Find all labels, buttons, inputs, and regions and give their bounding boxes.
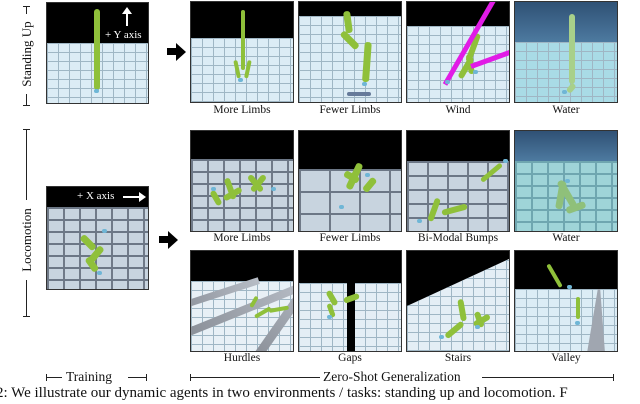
caption-loco-fewer-limbs: Fewer Limbs — [319, 232, 381, 244]
arrow-right-icon-head — [168, 231, 178, 249]
training-bracket-right-tick — [146, 374, 147, 381]
caption-loco-water: Water — [552, 232, 580, 244]
panel-standing-water — [514, 1, 618, 103]
panel-loco-hurdles — [190, 250, 294, 352]
panel-standing-wind — [406, 1, 510, 103]
training-panel-locomotion: + X axis — [46, 186, 149, 290]
caption-loco-valley: Valley — [551, 352, 581, 364]
arrow-up-icon — [126, 12, 128, 26]
caption-standing-water: Water — [552, 104, 580, 116]
training-bracket-right — [128, 377, 147, 378]
panel-loco-more-limbs — [190, 130, 294, 232]
zero-shot-bracket-right-tick — [613, 374, 614, 381]
panel-loco-bimodal-bumps — [406, 130, 510, 232]
y-axis-label: + Y axis — [105, 29, 142, 41]
zero-shot-bracket-right — [482, 377, 614, 378]
training-bracket-left — [46, 377, 62, 378]
caption-loco-more-limbs: More Limbs — [213, 232, 271, 244]
arrow-right-icon — [123, 196, 141, 198]
panel-standing-more-limbs — [190, 1, 294, 103]
figure-caption: 2: We illustrate our dynamic agents in t… — [0, 385, 568, 401]
caption-loco-stairs: Stairs — [444, 352, 472, 364]
panel-standing-fewer-limbs — [298, 1, 402, 103]
panel-loco-stairs — [406, 250, 510, 352]
caption-standing-wind: Wind — [445, 104, 471, 116]
caption-standing-more-limbs: More Limbs — [213, 104, 271, 116]
panel-loco-fewer-limbs — [298, 130, 402, 232]
agent — [94, 9, 100, 90]
zero-shot-bracket-left — [190, 377, 320, 378]
panel-loco-water — [514, 130, 618, 232]
x-axis-label: + X axis — [77, 190, 115, 202]
standing-up-bracket-bottom — [23, 105, 30, 106]
arrow-right-icon-head — [176, 43, 186, 61]
caption-loco-bimodal-bumps: Bi-Modal Bumps — [417, 232, 499, 244]
row-label-locomotion: Locomotion — [19, 200, 35, 280]
arrow-right-icon — [159, 236, 169, 243]
arrow-right-icon — [167, 48, 177, 55]
panel-loco-valley — [514, 250, 618, 352]
gap — [347, 283, 355, 351]
locomotion-bracket-bottom — [23, 316, 30, 317]
training-panel-standing-up: + Y axis — [46, 2, 149, 104]
label-training: Training — [66, 369, 113, 384]
panel-loco-gaps — [298, 250, 402, 352]
row-label-standing-up: Standing Up — [19, 14, 35, 94]
locomotion-bracket-top — [23, 129, 30, 130]
standing-up-bracket-top — [23, 6, 30, 7]
label-zero-shot-generalization: Zero-Shot Generalization — [323, 369, 461, 384]
caption-standing-fewer-limbs: Fewer Limbs — [319, 104, 381, 116]
caption-loco-hurdles: Hurdles — [223, 352, 261, 364]
training-bracket-left-tick — [46, 374, 47, 381]
caption-loco-gaps: Gaps — [338, 352, 362, 364]
